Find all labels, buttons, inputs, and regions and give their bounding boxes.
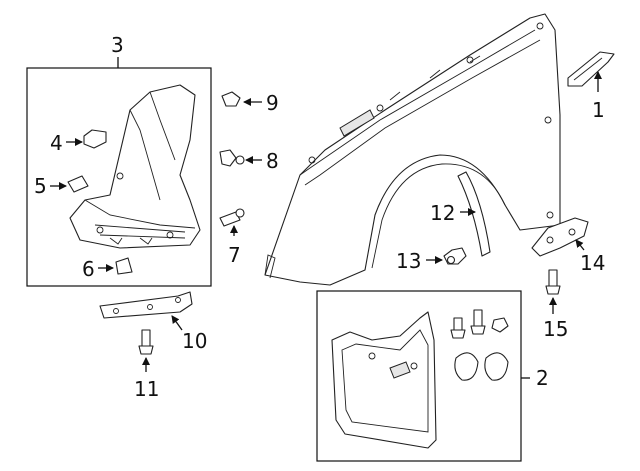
callout-12: 12 xyxy=(430,201,455,225)
part-2-mud-flap xyxy=(331,311,437,449)
part-9-push-pin xyxy=(221,91,262,107)
callout-7: 7 xyxy=(228,243,241,267)
callout-14: 14 xyxy=(580,251,605,275)
callout-11: 11 xyxy=(134,377,159,401)
part-13-clip xyxy=(426,247,467,265)
callout-10: 10 xyxy=(182,329,207,353)
callout-2: 2 xyxy=(536,366,549,390)
part-6-clip xyxy=(98,257,133,275)
callout-9: 9 xyxy=(266,91,279,115)
part-15-bolt xyxy=(545,269,561,314)
part-7-bolt xyxy=(219,208,245,236)
callout-13: 13 xyxy=(396,249,421,273)
callout-1: 1 xyxy=(592,98,605,122)
callout-6: 6 xyxy=(82,257,95,281)
part-10-bracket xyxy=(99,291,193,331)
part-2-hardware xyxy=(450,309,509,381)
callout-4: 4 xyxy=(50,131,63,155)
part-4-clip xyxy=(66,129,107,149)
part-14-bracket xyxy=(531,217,589,257)
callout-3: 3 xyxy=(111,33,124,57)
box-3 xyxy=(26,67,212,287)
part-12-moulding xyxy=(457,171,491,257)
part-1-trim xyxy=(567,51,615,92)
box-2 xyxy=(316,290,522,462)
part-5-pad xyxy=(50,175,89,193)
callout-15: 15 xyxy=(543,317,568,341)
part-8-retainer xyxy=(219,149,262,167)
callout-8: 8 xyxy=(266,149,279,173)
part-3-liner xyxy=(69,84,201,249)
callout-5: 5 xyxy=(34,174,47,198)
part-11-bolt xyxy=(138,329,154,372)
fender-panel xyxy=(264,13,561,286)
